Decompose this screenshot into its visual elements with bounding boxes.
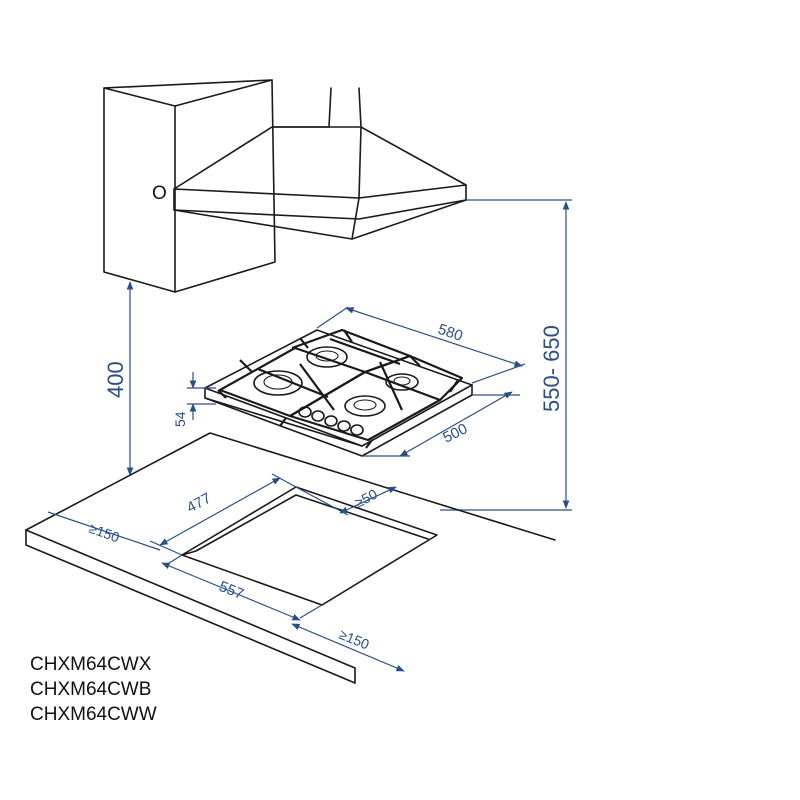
dim-label-550-650: 550- 650 [539,325,564,412]
model-name: CHXM64CWX [30,654,152,675]
outlet-label: O [152,183,167,204]
dimension-hob-depth [362,391,520,457]
worktop [25,432,556,684]
model-list: CHXM64CWX CHXM64CWB CHXM64CWW [30,652,157,727]
dim-label-400: 400 [103,361,128,398]
dim-label-side: ≥150 [337,626,372,653]
dim-label-500: 500 [440,420,470,446]
dimension-cutout-depth [149,473,297,556]
dimension-side-clearance [291,623,405,672]
dim-label-580: 580 [436,321,465,345]
dim-label-54: 54 [172,411,188,427]
dimension-hood-to-worktop [440,199,572,511]
dimension-front-clearance [47,511,161,551]
wall-cabinet [103,79,276,293]
dim-label-557: 557 [217,578,247,603]
dim-label-477: 477 [184,490,214,517]
model-name: CHXM64CWW [30,704,157,725]
dimension-hob-height [187,372,216,420]
dim-label-front: ≥150 [87,520,122,546]
dimension-cutout-width [161,554,323,621]
dimension-hob-width [316,306,526,384]
model-name: CHXM64CWB [30,679,152,700]
cooker-hood [173,87,467,240]
dimension-back-clearance [295,486,397,516]
